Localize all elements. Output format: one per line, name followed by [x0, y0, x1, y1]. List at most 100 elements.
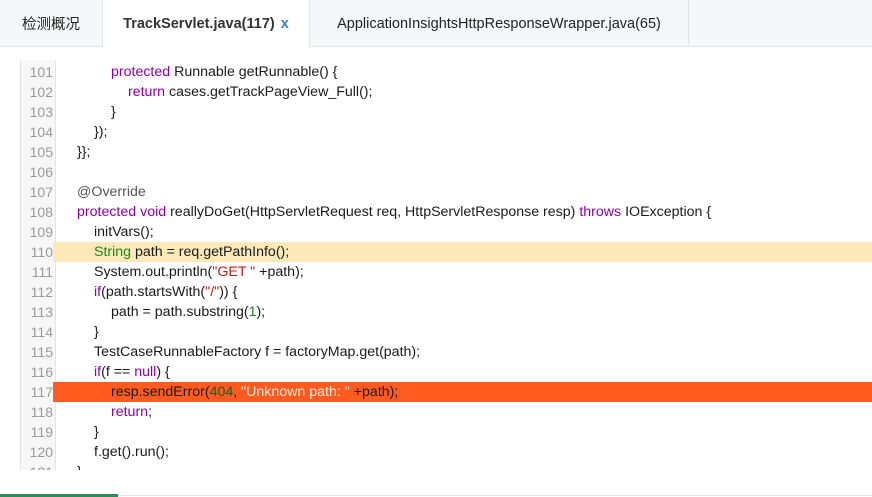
code-token: String [94, 244, 132, 260]
line-number: 119 [30, 424, 53, 440]
code-token: throws [579, 204, 622, 220]
code-line: 103} [21, 102, 872, 122]
code-line: 111 System.out.println("GET " +path); [21, 262, 872, 282]
line-number: 101 [29, 64, 53, 80]
code-token: (path.startsWith( [101, 284, 206, 300]
line-number: 114 [30, 324, 53, 340]
line-number: 106 [29, 164, 53, 180]
line-number: 111 [31, 264, 53, 280]
code-token: } [94, 424, 99, 440]
tab-overview-label: 检测概况 [22, 17, 80, 33]
code-token: 404 [209, 384, 234, 400]
code-token: System.out.println( [94, 264, 213, 280]
line-number: 109 [29, 224, 53, 240]
code-text: f.get().run(); [94, 442, 169, 462]
line-number: 107 [29, 184, 53, 200]
code-token: path = path.substring( [111, 304, 249, 320]
code-token: "Unknown path: " [241, 384, 350, 400]
line-number: 105 [29, 144, 53, 160]
tab-response-wrapper[interactable]: ApplicationInsightsHttpResponseWrapper.j… [310, 0, 689, 47]
code-text: System.out.println("GET " +path); [94, 262, 304, 282]
code-text: path = path.substring(1); [111, 302, 265, 322]
code-token: if [94, 284, 102, 300]
line-number: 120 [29, 444, 53, 460]
line-number: 118 [30, 404, 53, 420]
bottom-divider [118, 495, 872, 496]
code-token: protected void [77, 204, 167, 220]
editor-tab-bar: 检测概况 TrackServlet.java(117) x Applicatio… [0, 0, 872, 48]
tab-trackservlet[interactable]: TrackServlet.java(117) x [103, 0, 310, 48]
code-token: )) { [219, 284, 238, 300]
line-number: 116 [30, 364, 53, 380]
line-number: 108 [29, 204, 53, 220]
line-number: 110 [21, 242, 53, 262]
code-token: +path); [353, 384, 399, 400]
code-token: resp.sendError( [111, 384, 210, 400]
code-line: 113 path = path.substring(1); [21, 302, 872, 322]
code-line: 112 if(path.startsWith("/")) { [21, 282, 872, 302]
code-token: @Override [77, 184, 146, 200]
code-token: if [94, 364, 102, 380]
code-text: protected void reallyDoGet(HttpServletRe… [77, 202, 711, 222]
code-text: } [94, 422, 99, 442]
code-token: cases.getTrackPageView_Full(); [169, 84, 373, 100]
code-token: protected [111, 64, 171, 80]
line-number: 103 [29, 104, 53, 120]
code-line: 118 return; [21, 402, 872, 422]
code-text: } [77, 462, 82, 470]
code-text: } [94, 322, 99, 342]
code-token: IOException { [625, 204, 712, 220]
tab-overview[interactable]: 检测概况 [0, 0, 103, 47]
tab-trackservlet-label: TrackServlet.java(117) [123, 16, 275, 32]
line-number: 112 [30, 284, 53, 300]
code-text: }}; [77, 142, 90, 162]
code-token: , [233, 384, 242, 400]
code-line: 120 f.get().run(); [21, 442, 872, 462]
code-line: 109 initVars(); [21, 222, 872, 242]
code-token: ; [148, 404, 153, 420]
code-line: 105}}; [21, 142, 872, 162]
code-line: 114} [21, 322, 872, 342]
code-token: "/" [205, 284, 220, 300]
code-token: }}; [77, 144, 91, 160]
line-number: 102 [29, 84, 53, 100]
code-token: reallyDoGet(HttpServletRequest req, Http… [170, 204, 576, 220]
code-token: } [94, 324, 99, 340]
code-line: 116 if(f == null) { [21, 362, 872, 382]
code-line: 115 TestCaseRunnableFactory f = factoryMa… [21, 342, 872, 362]
code-line: 117 resp.sendError(404, "Unknown path: " … [21, 382, 872, 402]
code-token: } [77, 464, 82, 470]
line-number: 113 [30, 304, 53, 320]
line-number: 115 [30, 344, 53, 360]
code-token: 1 [248, 304, 257, 320]
code-line: 104}); [21, 122, 872, 142]
code-token: ); [256, 304, 266, 320]
code-token: ) { [156, 364, 170, 380]
code-token: +path); [259, 264, 304, 280]
code-token: initVars(); [94, 224, 154, 240]
code-token: TestCaseRunnableFactory f = factoryMap.g… [94, 344, 421, 360]
line-number: 104 [29, 124, 53, 140]
code-line: 107 @Override [21, 182, 872, 202]
code-token: } [111, 104, 116, 120]
code-text: if(f == null) { [94, 362, 170, 382]
code-token: path = req.getPathInfo(); [135, 244, 290, 260]
code-text: resp.sendError(404, "Unknown path: " +pa… [111, 382, 398, 402]
code-text: if(path.startsWith("/")) { [94, 282, 237, 302]
code-token: return [111, 404, 149, 420]
line-number: 121 [21, 462, 53, 470]
tab-close-icon[interactable]: x [280, 16, 289, 32]
code-line: 119} [21, 422, 872, 442]
code-text: protected Runnable getRunnable() { [111, 62, 337, 82]
code-line: 106 [21, 162, 872, 182]
code-token: }); [94, 124, 108, 140]
code-token: f.get().run(); [94, 444, 169, 460]
line-number: 117 [21, 382, 53, 402]
code-token: (f == [101, 364, 131, 380]
code-text: return; [111, 402, 152, 422]
code-token: null [134, 364, 157, 380]
tab-response-wrapper-label: ApplicationInsightsHttpResponseWrapper.j… [337, 15, 661, 32]
